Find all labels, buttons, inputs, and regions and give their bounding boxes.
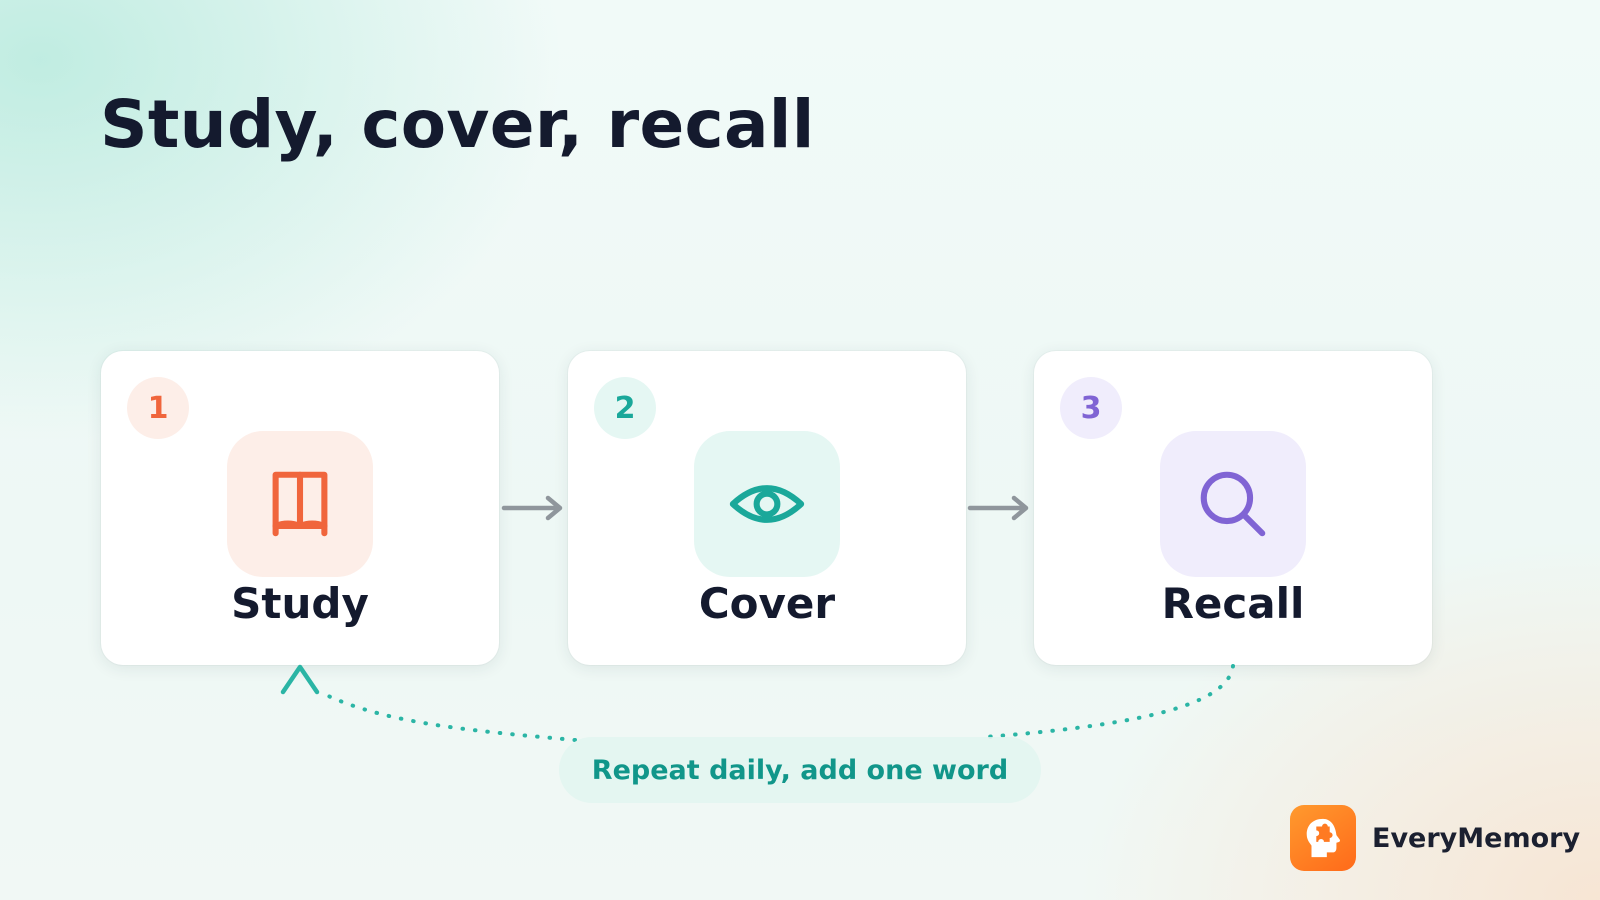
study-icon-tile: [227, 431, 373, 577]
head-puzzle-icon: [1306, 818, 1341, 858]
cover-icon-tile: [694, 431, 840, 577]
step-label: Study: [231, 579, 369, 628]
brand: EveryMemory: [1290, 805, 1580, 871]
step-card-study: 1 Study: [101, 351, 499, 665]
step-card-recall: 3 Recall: [1034, 351, 1432, 665]
slide-title: Study, cover, recall: [100, 86, 815, 163]
brand-name: EveryMemory: [1372, 822, 1581, 854]
eye-icon: [729, 485, 805, 523]
brand-logo: [1290, 805, 1356, 871]
loop-arrowhead-icon: [280, 664, 320, 695]
step-card-cover: 2 Cover: [568, 351, 966, 665]
arrow-right-icon: [967, 495, 1029, 521]
arrow-right-icon: [501, 495, 563, 521]
loop-label-pill: Repeat daily, add one word: [559, 737, 1041, 803]
step-label: Cover: [698, 579, 836, 628]
open-book-icon: [272, 471, 328, 537]
step-label: Recall: [1161, 579, 1305, 628]
step-number-badge: 2: [594, 377, 656, 439]
step-number-badge: 3: [1060, 377, 1122, 439]
loop-label: Repeat daily, add one word: [591, 754, 1009, 786]
step-number-badge: 1: [127, 377, 189, 439]
recall-icon-tile: [1160, 431, 1306, 577]
magnifier-icon: [1200, 471, 1266, 537]
